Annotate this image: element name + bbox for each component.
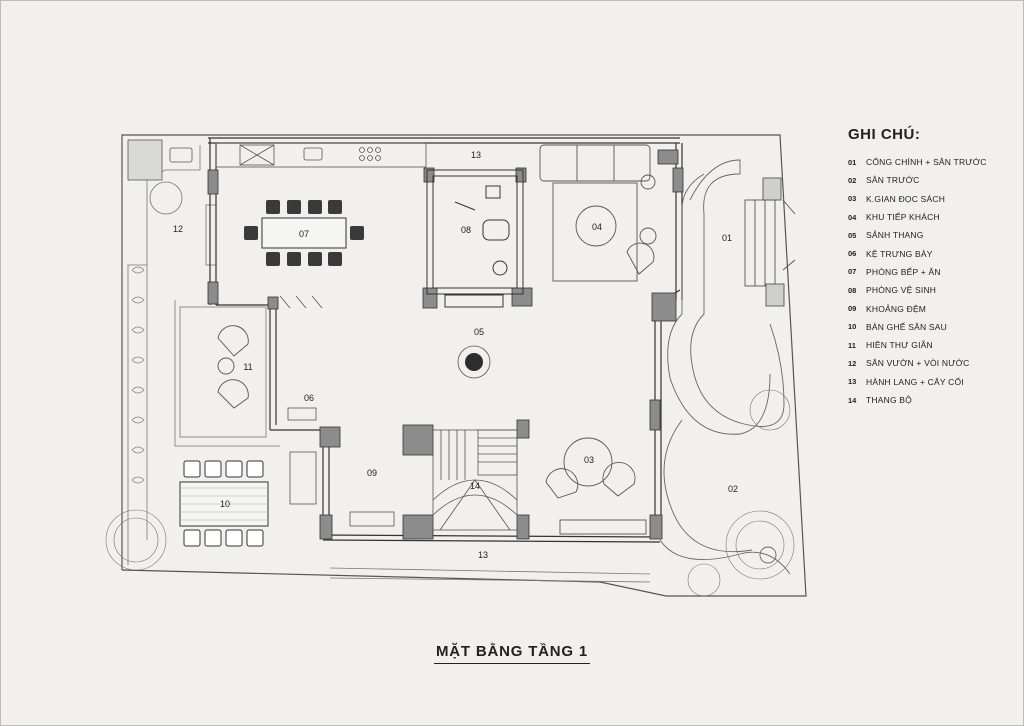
legend-item: 14 THANG BỘ	[848, 391, 1018, 409]
legend-item: 09 KHOẢNG ĐỆM	[848, 299, 1018, 317]
legend-item-number: 11	[848, 340, 856, 350]
legend-list: 01 CỔNG CHÍNH + SÂN TRƯỚC 02 SÂN TRƯỚC 03 K.G…	[848, 153, 1018, 409]
legend-item-label: PHÒNG BẾP + ĂN	[866, 266, 941, 277]
room-label-09: 09	[367, 468, 377, 478]
room-label-10: 10	[220, 499, 230, 509]
legend-item-number: 07	[848, 267, 857, 277]
legend-item: 04 KHU TIẾP KHÁCH	[848, 208, 1018, 226]
room-label-05: 05	[474, 327, 484, 337]
legend-item-label: BÀN GHẾ SÂN SAU	[866, 321, 947, 332]
legend-item-number: 08	[848, 285, 857, 295]
legend-item-label: THANG BỘ	[866, 395, 912, 405]
room-label-11: 11	[243, 362, 252, 372]
backyard-table	[179, 460, 269, 547]
legend-item-label: PHÒNG VỆ SINH	[866, 285, 937, 296]
room-label-14: 14	[470, 481, 480, 491]
legend-item-label: SÂN VƯỜN + VÒI NƯỚC	[866, 358, 970, 369]
legend-item-number: 06	[848, 249, 857, 259]
legend-item-number: 14	[848, 395, 857, 405]
legend-title: GHI CHÚ:	[848, 126, 921, 143]
water-feature	[149, 181, 183, 215]
legend-item-number: 04	[848, 212, 857, 222]
legend-item: 03 K.GIAN ĐỌC SÁCH	[848, 190, 1018, 208]
room-label-13-bottom: 13	[478, 550, 488, 560]
legend-item: 13 HÀNH LANG + CÂY CỐI	[848, 373, 1018, 391]
legend-item: 06 KỆ TRƯNG BÀY	[848, 244, 1018, 262]
legend-item-number: 03	[848, 194, 857, 204]
legend-item-number: 02	[848, 175, 857, 185]
legend-item: 10 BÀN GHẾ SÂN SAU	[848, 318, 1018, 336]
legend-item: 01 CỔNG CHÍNH + SÂN TRƯỚC	[848, 153, 1018, 171]
room-label-01: 01	[722, 233, 732, 243]
wall-posts	[207, 149, 684, 540]
legend-item: 12 SÂN VƯỜN + VÒI NƯỚC	[848, 354, 1018, 372]
plan-title-wrap: MẶT BẰNG TẦNG 1	[0, 643, 1024, 664]
room-label-04: 04	[592, 222, 602, 232]
legend-item-label: HÀNH LANG + CÂY CỐI	[866, 376, 964, 387]
legend-item: 05 SẢNH THANG	[848, 226, 1018, 244]
site-boundary	[121, 134, 807, 597]
legend-item-label: SẢNH THANG	[866, 230, 924, 241]
room-label-08: 08	[461, 225, 471, 235]
main-gate	[744, 177, 796, 307]
plan-title: MẶT BẰNG TẦNG 1	[434, 643, 590, 664]
legend-item: 07 PHÒNG BẾP + ĂN	[848, 263, 1018, 281]
living-room-furniture	[539, 144, 657, 282]
legend-item-number: 09	[848, 304, 857, 314]
legend-item-number: 10	[848, 322, 857, 332]
legend-item-label: K.GIAN ĐỌC SÁCH	[866, 193, 946, 204]
lobby-plant	[457, 345, 491, 379]
kitchen-counter	[127, 139, 427, 181]
legend-item-number: 01	[848, 157, 857, 167]
building-walls	[208, 137, 683, 543]
display-shelf	[279, 295, 395, 527]
room-label-12: 12	[173, 224, 183, 234]
room-label-06: 06	[304, 393, 314, 403]
room-label-02: 02	[728, 484, 738, 494]
legend: GHI CHÚ: 01 CỔNG CHÍNH + SÂN TRƯỚC 02 SÂN T…	[848, 126, 1018, 409]
staircase	[432, 429, 518, 531]
hedge-plants	[105, 266, 795, 597]
dining-table	[244, 200, 364, 266]
legend-item-label: SÂN TRƯỚC	[866, 175, 920, 186]
wc-room	[426, 169, 524, 308]
legend-item: 11 HIÊN THƯ GIÃN	[848, 336, 1018, 354]
room-label-03: 03	[584, 455, 594, 465]
legend-item-label: KHU TIẾP KHÁCH	[866, 212, 940, 223]
legend-item-number: 05	[848, 230, 857, 240]
legend-item: 08 PHÒNG VỆ SINH	[848, 281, 1018, 299]
veranda-chairs	[217, 325, 249, 409]
legend-item-label: KỆ TRƯNG BÀY	[866, 248, 933, 259]
legend-item-number: 12	[848, 358, 857, 368]
room-label-07: 07	[299, 229, 309, 239]
legend-item-label: CỔNG CHÍNH + SÂN TRƯỚC	[866, 157, 987, 168]
legend-item-label: KHOẢNG ĐỆM	[866, 303, 927, 314]
room-labels: 01 02 03 04 05 06 07 08 09 10 11 12 13 1…	[173, 150, 738, 560]
legend-item-number: 13	[848, 377, 857, 387]
reading-area-furniture	[545, 437, 647, 535]
legend-item: 02 SÂN TRƯỚC	[848, 171, 1018, 189]
legend-item-label: HIÊN THƯ GIÃN	[866, 340, 933, 351]
room-label-13-top: 13	[471, 150, 481, 160]
garden-path	[659, 159, 791, 575]
